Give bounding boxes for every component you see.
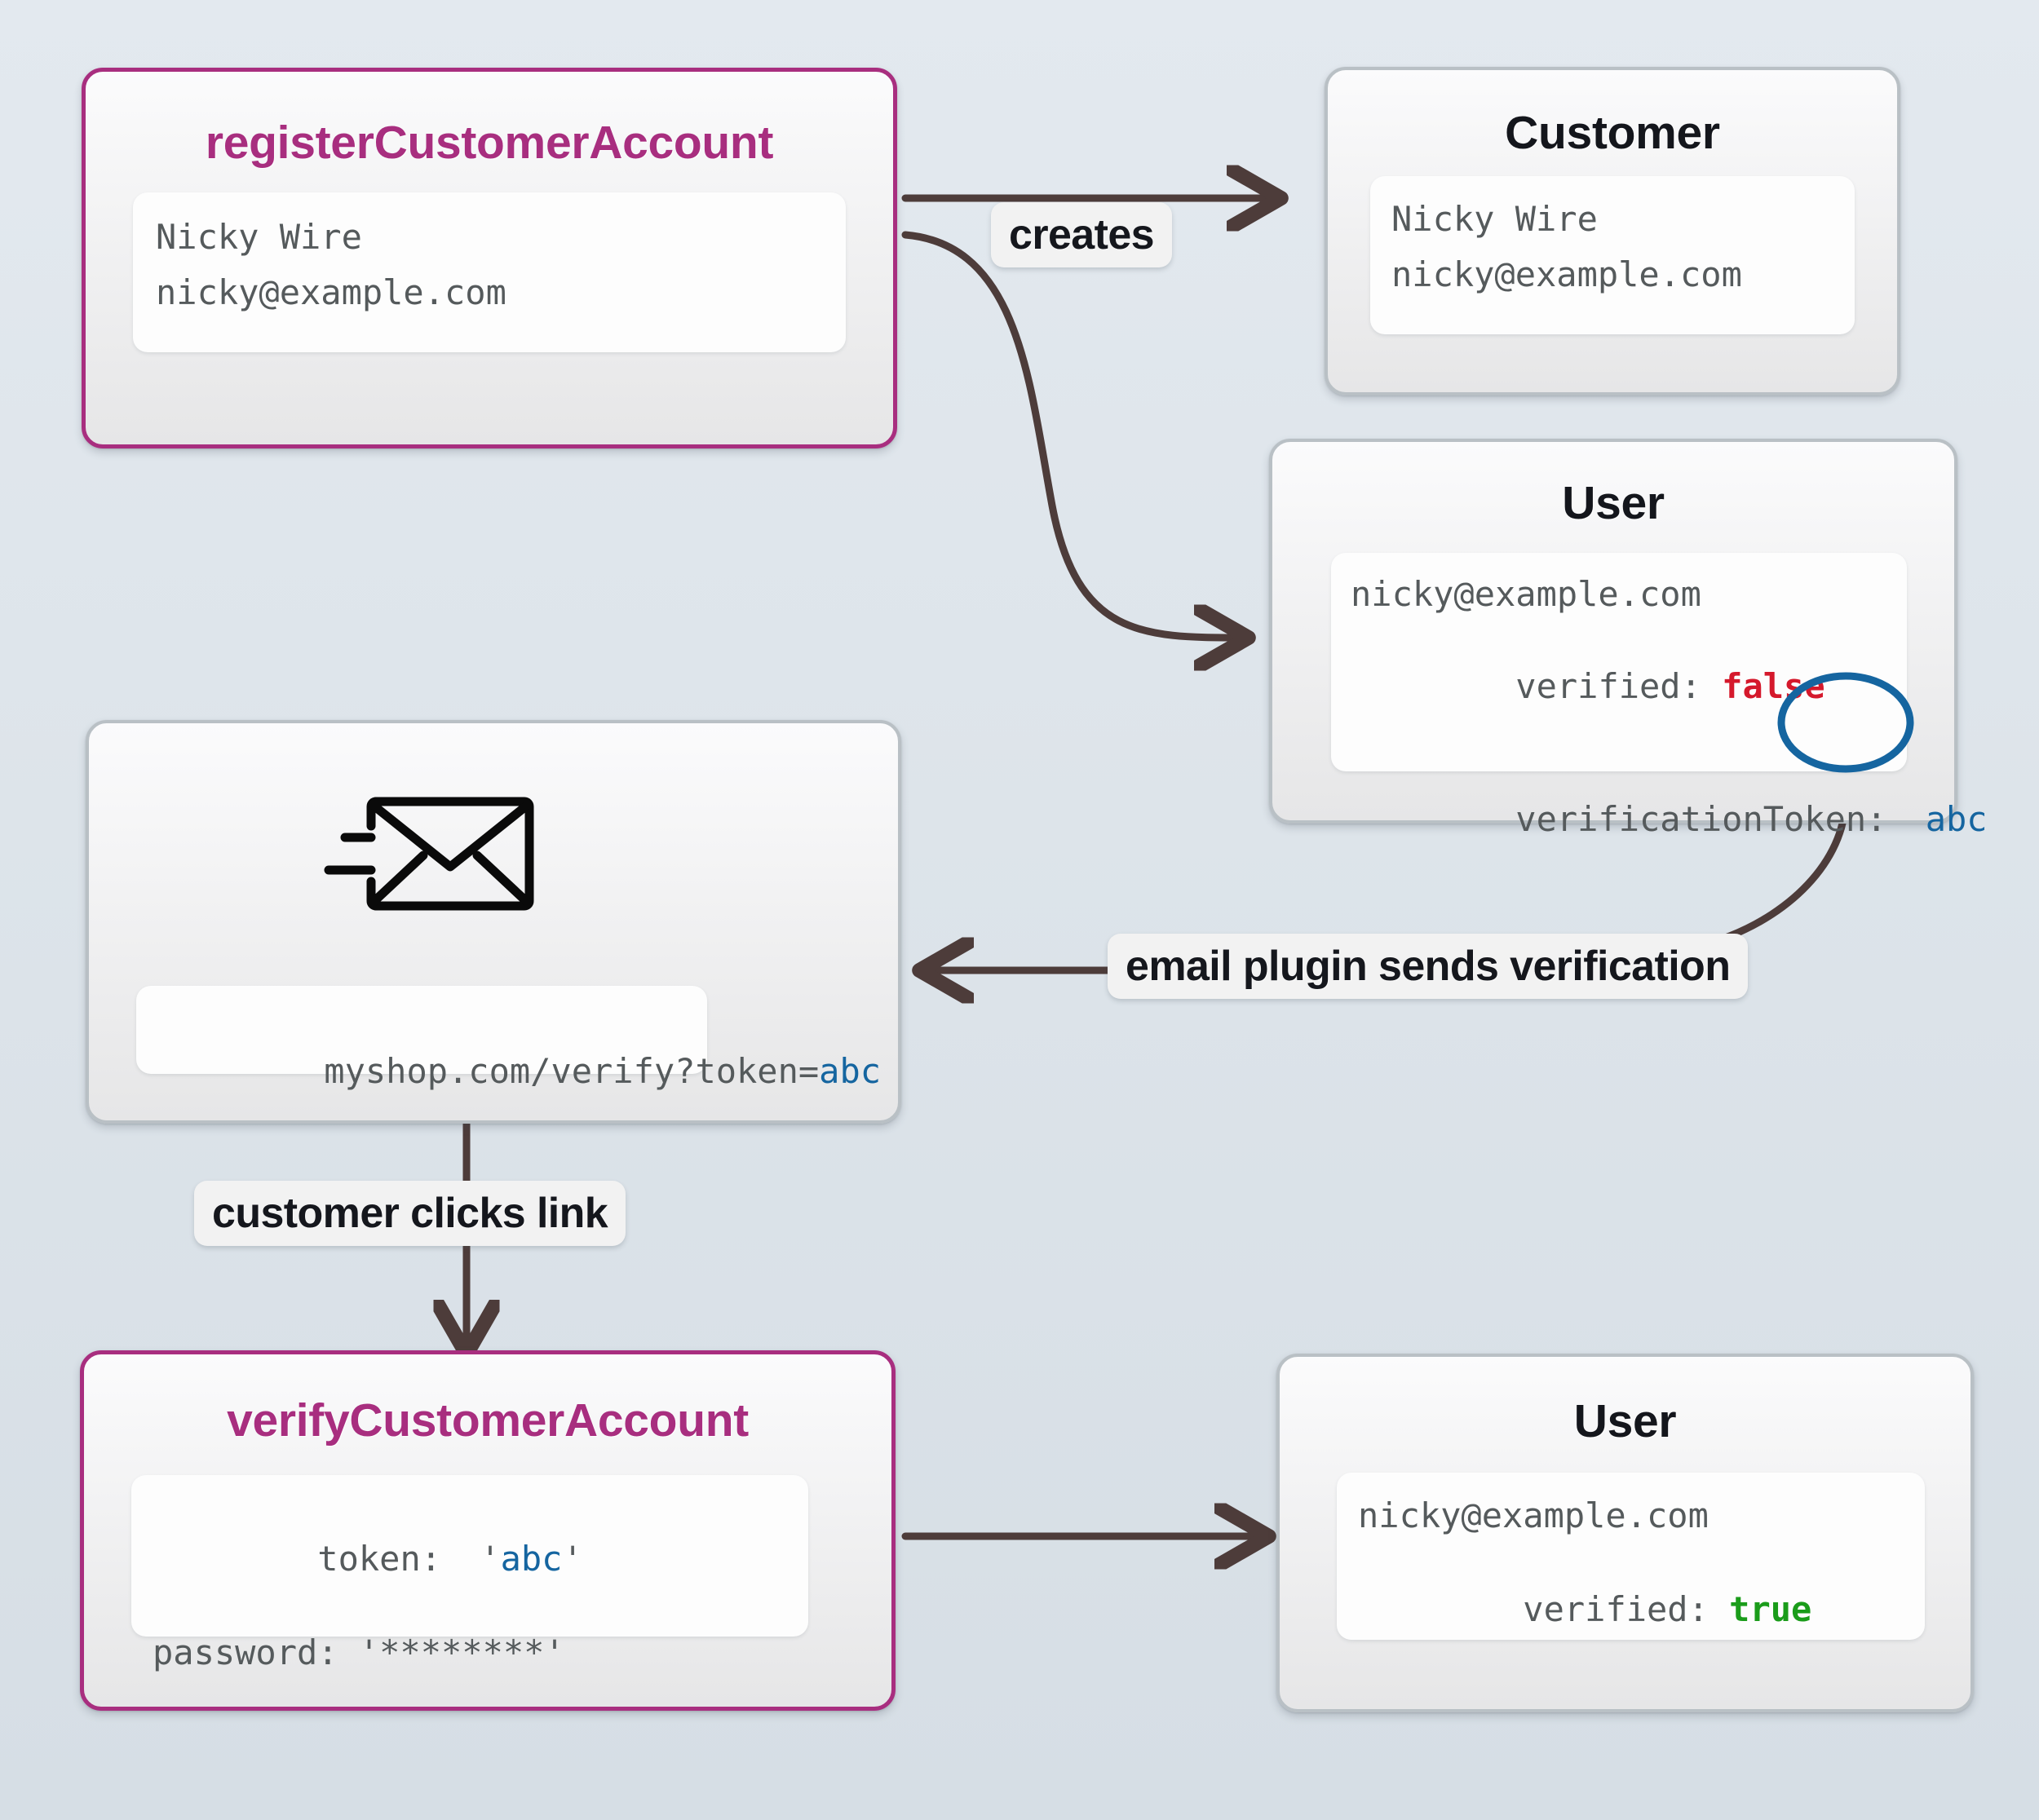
token-key: verificationToken: xyxy=(1515,798,1908,839)
register-line-2: nicky@example.com xyxy=(156,272,506,312)
node-email-url-panel: myshop.com/verify?token=abc xyxy=(136,986,881,1091)
user-unverified-verified: verified: false xyxy=(1351,626,1887,748)
verify-password-line: password: '********' xyxy=(153,1632,565,1672)
node-user-unverified-title: User xyxy=(1562,477,1665,529)
user-unverified-token: verificationToken: abc xyxy=(1351,758,1987,880)
node-customer-body: Nicky Wire nicky@example.com xyxy=(1370,176,1855,334)
node-customer[interactable]: Customer Nicky Wire nicky@example.com xyxy=(1325,67,1900,395)
verify-quote-close: ' xyxy=(562,1538,583,1579)
node-user-verified-title: User xyxy=(1573,1395,1677,1447)
node-email-message[interactable]: myshop.com/verify?token=abc xyxy=(86,720,901,1124)
node-register-body: Nicky Wire nicky@example.com xyxy=(133,192,846,352)
node-customer-title: Customer xyxy=(1505,107,1720,159)
send-email-icon xyxy=(324,789,536,923)
user-verified-verified: verified: true xyxy=(1358,1549,1904,1671)
verified-value-false: false xyxy=(1722,666,1825,707)
node-user-unverified[interactable]: User nicky@example.com verified: false v… xyxy=(1269,439,1988,839)
url-token: abc xyxy=(819,1050,882,1091)
verify-token-value: abc xyxy=(500,1538,563,1579)
user-verified-email: nicky@example.com xyxy=(1358,1495,1709,1535)
verified-value-true: true xyxy=(1729,1589,1812,1630)
node-register-title: registerCustomerAccount xyxy=(205,117,774,169)
verify-quote-open: ' xyxy=(480,1538,501,1579)
node-user-verified[interactable]: User nicky@example.com verified: true xyxy=(1276,1354,1974,1712)
user-unverified-email: nicky@example.com xyxy=(1351,574,1701,614)
node-user-verified-body: nicky@example.com verified: true xyxy=(1337,1473,1925,1640)
node-verify-customer-account[interactable]: verifyCustomerAccount token: 'abc' passw… xyxy=(80,1350,896,1711)
verified-key: verified: xyxy=(1515,666,1723,707)
customer-line-2: nicky@example.com xyxy=(1391,254,1742,294)
register-line-1: Nicky Wire xyxy=(156,217,362,257)
edge-label-clicks-link: customer clicks link xyxy=(194,1181,626,1246)
verify-token-line: token: 'abc' xyxy=(153,1498,787,1619)
edge-label-email-plugin: email plugin sends verification xyxy=(1108,934,1749,999)
node-register-customer-account[interactable]: registerCustomerAccount Nicky Wire nicky… xyxy=(82,68,897,448)
node-verify-title: verifyCustomerAccount xyxy=(227,1394,749,1447)
token-value: abc xyxy=(1925,798,1988,839)
url-prefix: myshop.com/verify?token= xyxy=(324,1050,820,1091)
verify-token-key: token: xyxy=(317,1538,462,1579)
node-verify-body: token: 'abc' password: '********' xyxy=(131,1475,808,1672)
email-verification-url: myshop.com/verify?token=abc xyxy=(159,1010,881,1132)
customer-line-1: Nicky Wire xyxy=(1391,199,1598,239)
node-user-unverified-body: nicky@example.com verified: false verifi… xyxy=(1331,553,1988,839)
edge-label-creates: creates xyxy=(991,202,1172,267)
verified-key-2: verified: xyxy=(1523,1589,1730,1630)
edge-register-to-user xyxy=(901,231,1240,638)
